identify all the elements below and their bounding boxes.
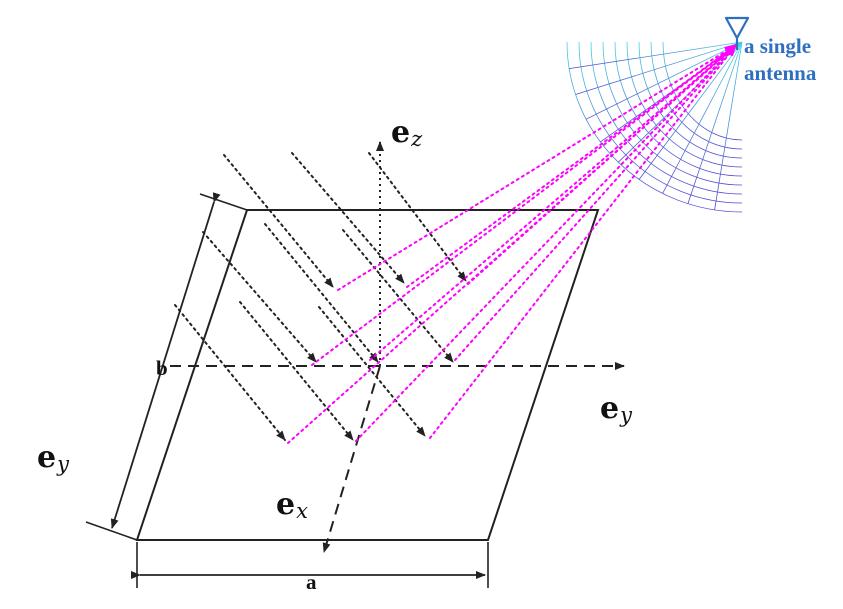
pattern-arc [614, 41, 743, 177]
pattern-arc [662, 41, 743, 141]
incident-ray-2 [291, 152, 405, 284]
label-antenna-line2: antenna [744, 61, 817, 85]
reflected-ray-9 [429, 44, 737, 439]
pattern-arc [602, 41, 743, 186]
incident-ray-6 [342, 229, 454, 363]
reflected-ray-4 [311, 44, 737, 366]
pattern-spoke [687, 41, 743, 204]
pattern-spoke [569, 41, 743, 69]
label-dimension-b: b [156, 356, 168, 380]
incident-ray-3 [368, 152, 467, 282]
dimension-b-tick-top [199, 193, 248, 211]
incident-rays [174, 152, 467, 441]
antenna-radiation-pattern [566, 41, 743, 213]
pattern-spoke [575, 41, 743, 95]
incident-ray-5 [264, 223, 379, 363]
antenna-icon [724, 16, 750, 50]
reflected-ray-6 [454, 44, 737, 361]
label-ey-left: ey [37, 440, 69, 476]
pattern-arc [578, 41, 743, 204]
pattern-spoke [585, 41, 743, 120]
incident-ray-4 [202, 231, 317, 363]
label-antenna-line1: a single [744, 34, 812, 58]
reflected-ray-2 [406, 44, 737, 288]
incident-ray-9 [318, 306, 426, 437]
pattern-spoke [662, 41, 743, 194]
axis-ex [322, 365, 381, 553]
label-ey-right: ey [600, 391, 632, 427]
label-ez: ez [391, 115, 423, 151]
reflected-ray-5 [369, 44, 737, 361]
pattern-arc [638, 41, 743, 159]
pattern-spoke [714, 41, 743, 210]
pattern-spoke [638, 41, 743, 180]
reflected-ray-8 [355, 44, 737, 442]
reflected-ray-1 [337, 44, 737, 291]
label-ex: ex [276, 487, 308, 523]
incident-ray-7 [174, 304, 286, 441]
reflected-rays [287, 44, 737, 444]
incident-ray-8 [239, 301, 354, 441]
reflected-ray-7 [287, 44, 737, 444]
dimension-b-tick-bottom [85, 521, 138, 541]
label-dimension-a: a [306, 570, 317, 594]
incident-ray-1 [223, 154, 334, 288]
dimension-b-arrow [110, 192, 221, 529]
